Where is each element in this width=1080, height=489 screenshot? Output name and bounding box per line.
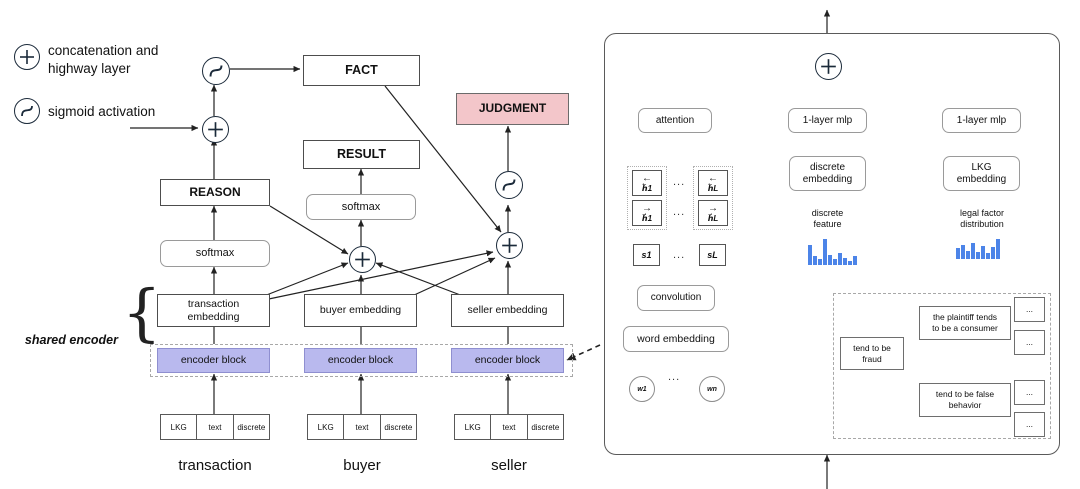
input-segments-transaction[interactable]: LKG text discrete: [160, 414, 270, 440]
kg-leaf-1[interactable]: ...: [1014, 297, 1045, 322]
input-discrete-buyer: discrete: [379, 415, 416, 439]
convolution-box[interactable]: convolution: [637, 285, 715, 311]
kg-node-center[interactable]: tend to be fraud: [840, 337, 904, 370]
plus-node-judgment: [496, 232, 523, 259]
mlp-discrete-box[interactable]: 1-layer mlp: [788, 108, 867, 133]
plus-node-encoder-output: [815, 53, 842, 80]
judgment-box[interactable]: JUDGMENT: [456, 93, 569, 125]
softmax-reason-box[interactable]: softmax: [160, 240, 270, 267]
column-label-seller: seller: [491, 457, 527, 474]
legend-sigmoid-label: sigmoid activation: [48, 104, 156, 119]
mlp-lkg-box[interactable]: 1-layer mlp: [942, 108, 1021, 133]
state-sL: sL: [699, 244, 726, 266]
column-label-transaction: transaction: [178, 457, 252, 474]
plus-node-reason: [202, 116, 229, 143]
discrete-feature-line2: feature: [813, 218, 842, 229]
legend-concat-line1: concatenation and: [48, 43, 159, 58]
word-token-n: wn: [699, 376, 725, 402]
input-discrete-transaction: discrete: [232, 415, 269, 439]
kg-leaf-4[interactable]: ...: [1014, 412, 1045, 437]
input-discrete-seller: discrete: [526, 415, 563, 439]
arrow-right-glyph: →: [708, 203, 718, 214]
kg-bottom-line2: behavior: [948, 400, 982, 410]
lkg-embedding-box[interactable]: LKG embedding: [943, 156, 1020, 191]
discrete-embedding-box[interactable]: discrete embedding: [789, 156, 866, 191]
result-box[interactable]: RESULT: [303, 140, 420, 169]
kg-leaf-3[interactable]: ...: [1014, 380, 1045, 405]
hidden-forward-L-label: h⃗L: [707, 214, 719, 223]
hidden-backward-L-label: h⃖L: [707, 184, 719, 193]
legal-factor-line1: legal factor: [959, 208, 1005, 218]
ellipsis-words: ...: [668, 371, 681, 383]
input-lkg-transaction: LKG: [170, 422, 187, 432]
ellipsis-states: ...: [673, 249, 686, 261]
kg-leaf-2[interactable]: ...: [1014, 330, 1045, 355]
input-lkg-buyer: LKG: [317, 422, 334, 432]
ellipsis-backward: ...: [673, 176, 686, 188]
hidden-backward-1: ← h⃖1: [632, 170, 662, 196]
kg-node-plaintiff-consumer[interactable]: the plaintiff tends to be a consumer: [919, 306, 1011, 340]
discrete-embedding-line2: embedding: [802, 173, 853, 185]
plus-node-result: [349, 246, 376, 273]
buyer-embedding-box[interactable]: buyer embedding: [304, 294, 417, 327]
fact-box[interactable]: FACT: [303, 55, 420, 86]
state-s1: s1: [633, 244, 660, 266]
discrete-feature-histogram: [808, 239, 857, 265]
sigmoid-node-fact: [202, 57, 230, 85]
lkg-embedding-line1: LKG: [971, 162, 992, 173]
hidden-forward-1-label: h⃗1: [641, 214, 653, 223]
input-text-seller: text: [490, 415, 526, 439]
knowledge-graph-group: [833, 293, 1051, 439]
hidden-forward-L: → h⃗L: [698, 200, 728, 226]
kg-center-line1: tend to be: [853, 342, 891, 353]
encoder-block-transaction[interactable]: encoder block: [157, 348, 270, 373]
discrete-feature-line1: discrete: [811, 208, 844, 218]
kg-bottom-line1: tend to be false: [935, 389, 995, 400]
kg-center-line2: fraud: [862, 353, 882, 364]
ellipsis-forward: ...: [673, 206, 686, 218]
legal-factor-histogram: [956, 239, 1000, 259]
arrow-left-glyph: ←: [708, 173, 718, 184]
input-text-transaction: text: [196, 415, 232, 439]
hidden-backward-L: ← h⃖L: [698, 170, 728, 196]
column-label-buyer: buyer: [343, 457, 381, 474]
seller-embedding-box[interactable]: seller embedding: [451, 294, 564, 327]
hidden-forward-1: → h⃗1: [632, 200, 662, 226]
lkg-embedding-line2: embedding: [956, 173, 1007, 185]
softmax-result-box[interactable]: softmax: [306, 194, 416, 220]
legend-concat-line2: highway layer: [48, 60, 131, 76]
encoder-block-seller[interactable]: encoder block: [451, 348, 564, 373]
encoder-block-buyer[interactable]: encoder block: [304, 348, 417, 373]
attention-box[interactable]: attention: [638, 108, 712, 133]
legend-concat-label: concatenation and highway layer: [48, 42, 198, 77]
kg-top-line2: to be a consumer: [932, 323, 998, 333]
legend-plus-icon: [14, 44, 40, 70]
shared-encoder-brace: {: [122, 276, 162, 349]
reason-box[interactable]: REASON: [160, 179, 270, 206]
shared-encoder-label: shared encoder: [24, 333, 118, 347]
legal-factor-line2: distribution: [960, 218, 1004, 229]
input-text-buyer: text: [343, 415, 379, 439]
transaction-embedding-box[interactable]: transaction embedding: [157, 294, 270, 327]
input-lkg-seller: LKG: [464, 422, 481, 432]
discrete-embedding-line1: discrete: [809, 162, 845, 173]
word-token-1: w1: [629, 376, 655, 402]
legend-sigmoid-icon: [14, 98, 40, 124]
legal-factor-label: legal factor distribution: [940, 208, 1024, 230]
transaction-embedding-line1: transaction: [187, 298, 240, 311]
hidden-backward-1-label: h⃖1: [641, 184, 653, 193]
transaction-embedding-line2: embedding: [187, 310, 240, 323]
input-segments-seller[interactable]: LKG text discrete: [454, 414, 564, 440]
discrete-feature-label: discrete feature: [789, 208, 866, 230]
input-segments-buyer[interactable]: LKG text discrete: [307, 414, 417, 440]
arrow-right-glyph: →: [642, 203, 652, 214]
sigmoid-node-judgment: [495, 171, 523, 199]
kg-node-false-behavior[interactable]: tend to be false behavior: [919, 383, 1011, 417]
arrow-left-glyph: ←: [642, 173, 652, 184]
word-embedding-box[interactable]: word embedding: [623, 326, 729, 352]
kg-top-line1: the plaintiff tends: [932, 312, 998, 323]
